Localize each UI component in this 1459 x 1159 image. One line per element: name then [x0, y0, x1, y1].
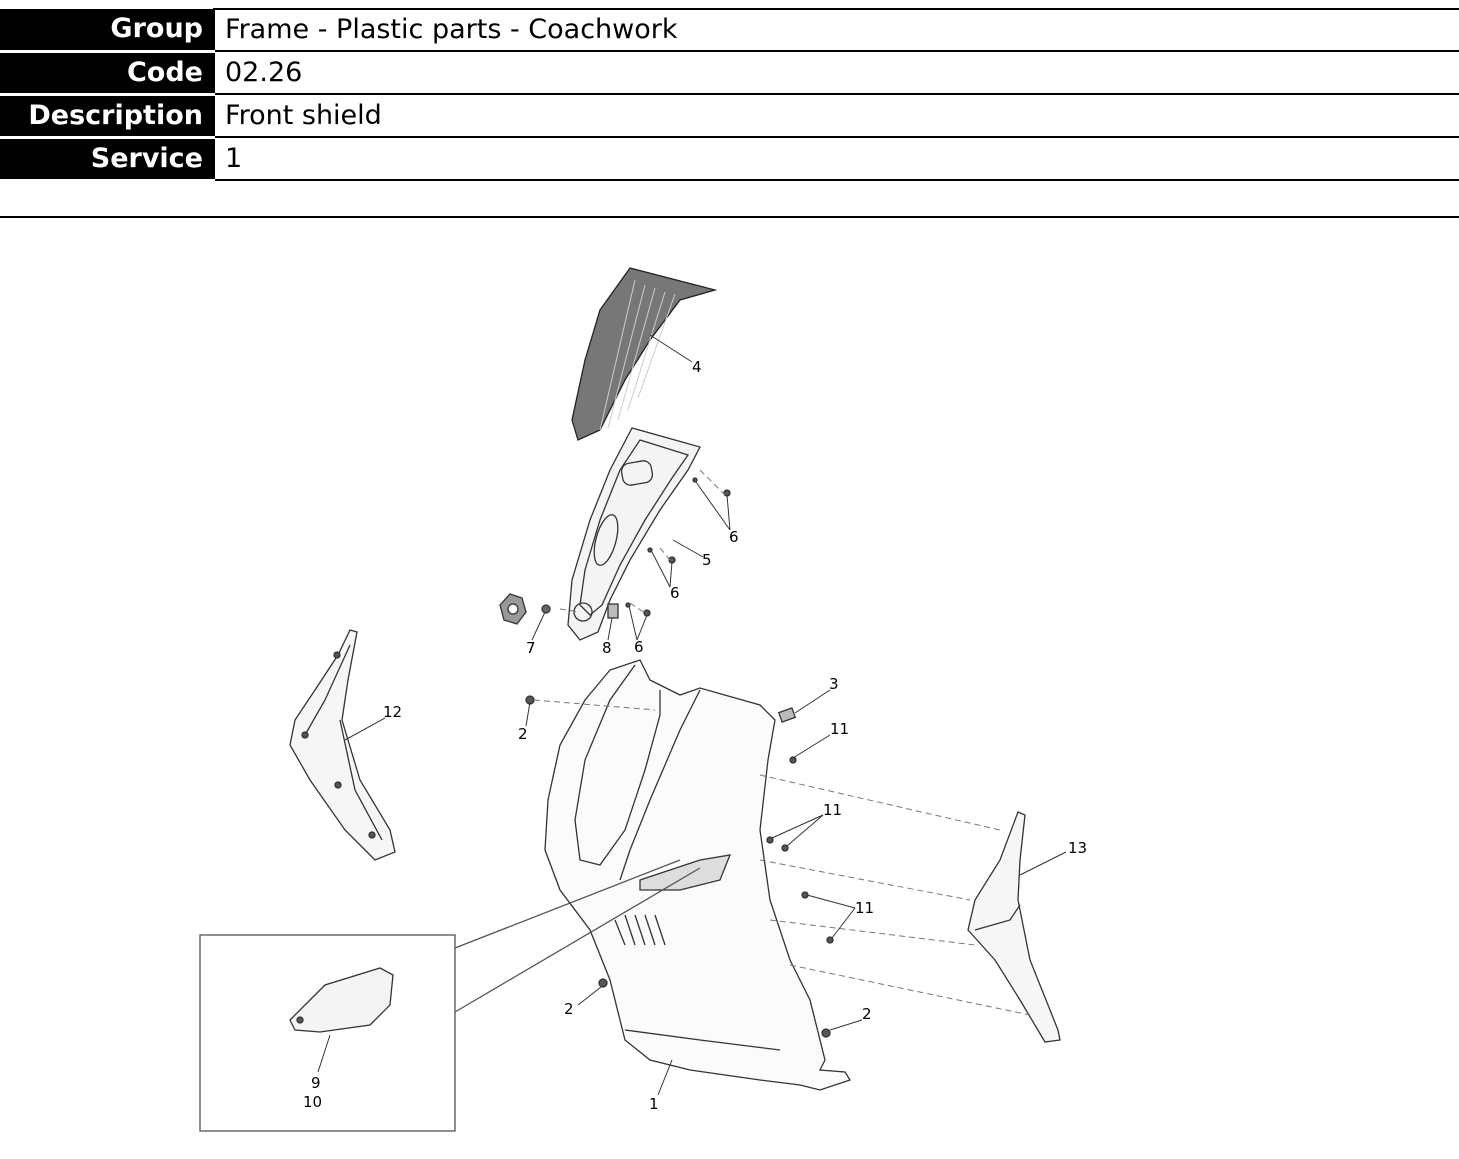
screw-fasteners	[525, 477, 834, 1038]
callout-3: 3	[829, 675, 839, 693]
callout-6b: 6	[670, 584, 680, 602]
callout-2b: 2	[564, 1000, 574, 1018]
callout-12: 12	[383, 703, 402, 721]
group-row: Group Frame - Plastic parts - Coachwork	[0, 8, 1459, 53]
callout-7: 7	[526, 639, 536, 657]
assembly-lines	[533, 469, 1031, 1016]
callout-11c: 11	[855, 899, 874, 917]
code-label: Code	[0, 51, 214, 96]
service-value: 1	[213, 136, 1459, 181]
description-label: Description	[0, 94, 214, 139]
callout-labels: 4 5 6 6 6 7 8 2 3 11 11 11 12 13 2 2 1 9…	[303, 358, 1087, 1113]
part-info-table: Group Frame - Plastic parts - Coachwork …	[0, 8, 1459, 182]
part-5-inner-frame	[567, 427, 701, 641]
callout-4: 4	[692, 358, 702, 376]
callout-11b: 11	[823, 801, 842, 819]
part-4-grille	[571, 267, 718, 441]
group-label: Group	[0, 9, 214, 53]
leader-lines	[317, 334, 1067, 1096]
callout-6a: 6	[729, 528, 739, 546]
service-label: Service	[0, 137, 214, 182]
exploded-parts-diagram: 4 5 6 6 6 7 8 2 3 11 11 11 12 13 2 2 1 9…	[199, 267, 1087, 1132]
part-1-front-shield	[544, 659, 851, 1091]
callout-1: 1	[649, 1095, 659, 1113]
description-row: Description Front shield	[0, 93, 1459, 139]
callout-10: 10	[303, 1093, 322, 1111]
callout-2c: 2	[862, 1005, 872, 1023]
callout-5: 5	[702, 551, 712, 569]
code-row: Code 02.26	[0, 50, 1459, 96]
section-divider	[0, 216, 1459, 218]
part-13-lower-trim	[967, 811, 1061, 1043]
callout-6c: 6	[634, 638, 644, 656]
description-value: Front shield	[213, 93, 1459, 138]
part-7-nut	[499, 593, 551, 625]
service-row: Service 1	[0, 136, 1459, 182]
part-12-side-trim	[289, 629, 396, 861]
group-value: Frame - Plastic parts - Coachwork	[213, 8, 1459, 52]
callout-9: 9	[311, 1074, 321, 1092]
callout-2a: 2	[518, 725, 528, 743]
code-value: 02.26	[213, 50, 1459, 95]
callout-13: 13	[1068, 839, 1087, 857]
callout-8: 8	[602, 639, 612, 657]
part-8-clip	[607, 603, 619, 619]
callout-11a: 11	[830, 720, 849, 738]
detail-inset	[199, 859, 701, 1132]
